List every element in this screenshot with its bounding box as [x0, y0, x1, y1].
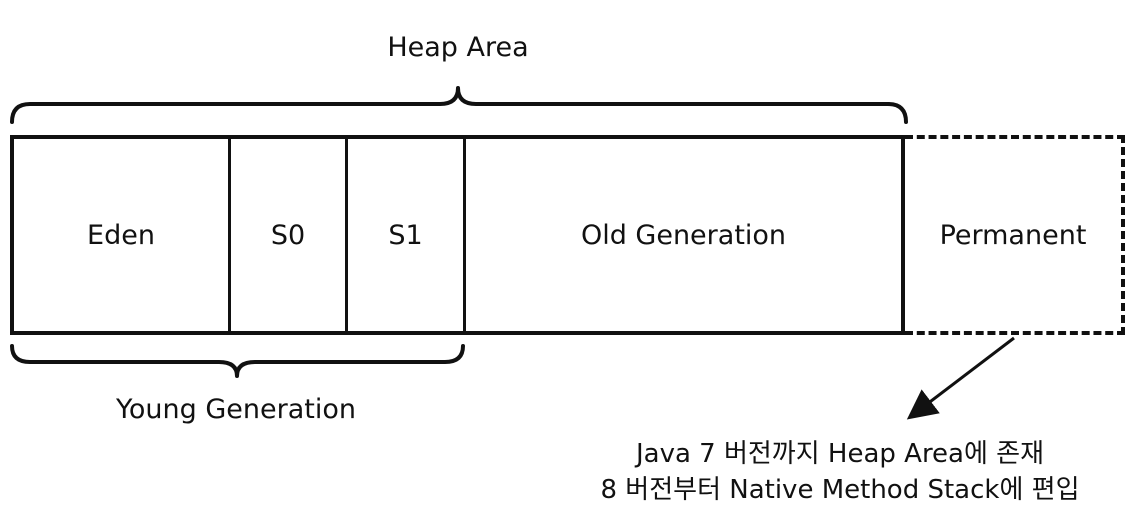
s1-region: S1: [348, 139, 466, 331]
young-generation-label: Young Generation: [116, 394, 356, 425]
heap-area-box: Eden S0 S1 Old Generation: [10, 135, 905, 335]
old-generation-region: Old Generation: [580, 219, 787, 251]
s0-region: S0: [231, 139, 348, 331]
eden-region: Eden: [14, 139, 231, 331]
heap-area-brace: [10, 86, 908, 124]
permanent-region: Permanent: [905, 135, 1125, 335]
heap-area-label: Heap Area: [387, 32, 529, 63]
young-generation-brace: [10, 344, 465, 378]
permanent-note-line-2: 8 버전부터 Native Method Stack에 편입: [600, 475, 1080, 505]
permanent-note: Java 7 버전까지 Heap Area에 존재 8 버전부터 Native …: [560, 436, 1120, 508]
permanent-note-line-1: Java 7 버전까지 Heap Area에 존재: [635, 439, 1045, 469]
permanent-arrow: [906, 336, 1015, 420]
